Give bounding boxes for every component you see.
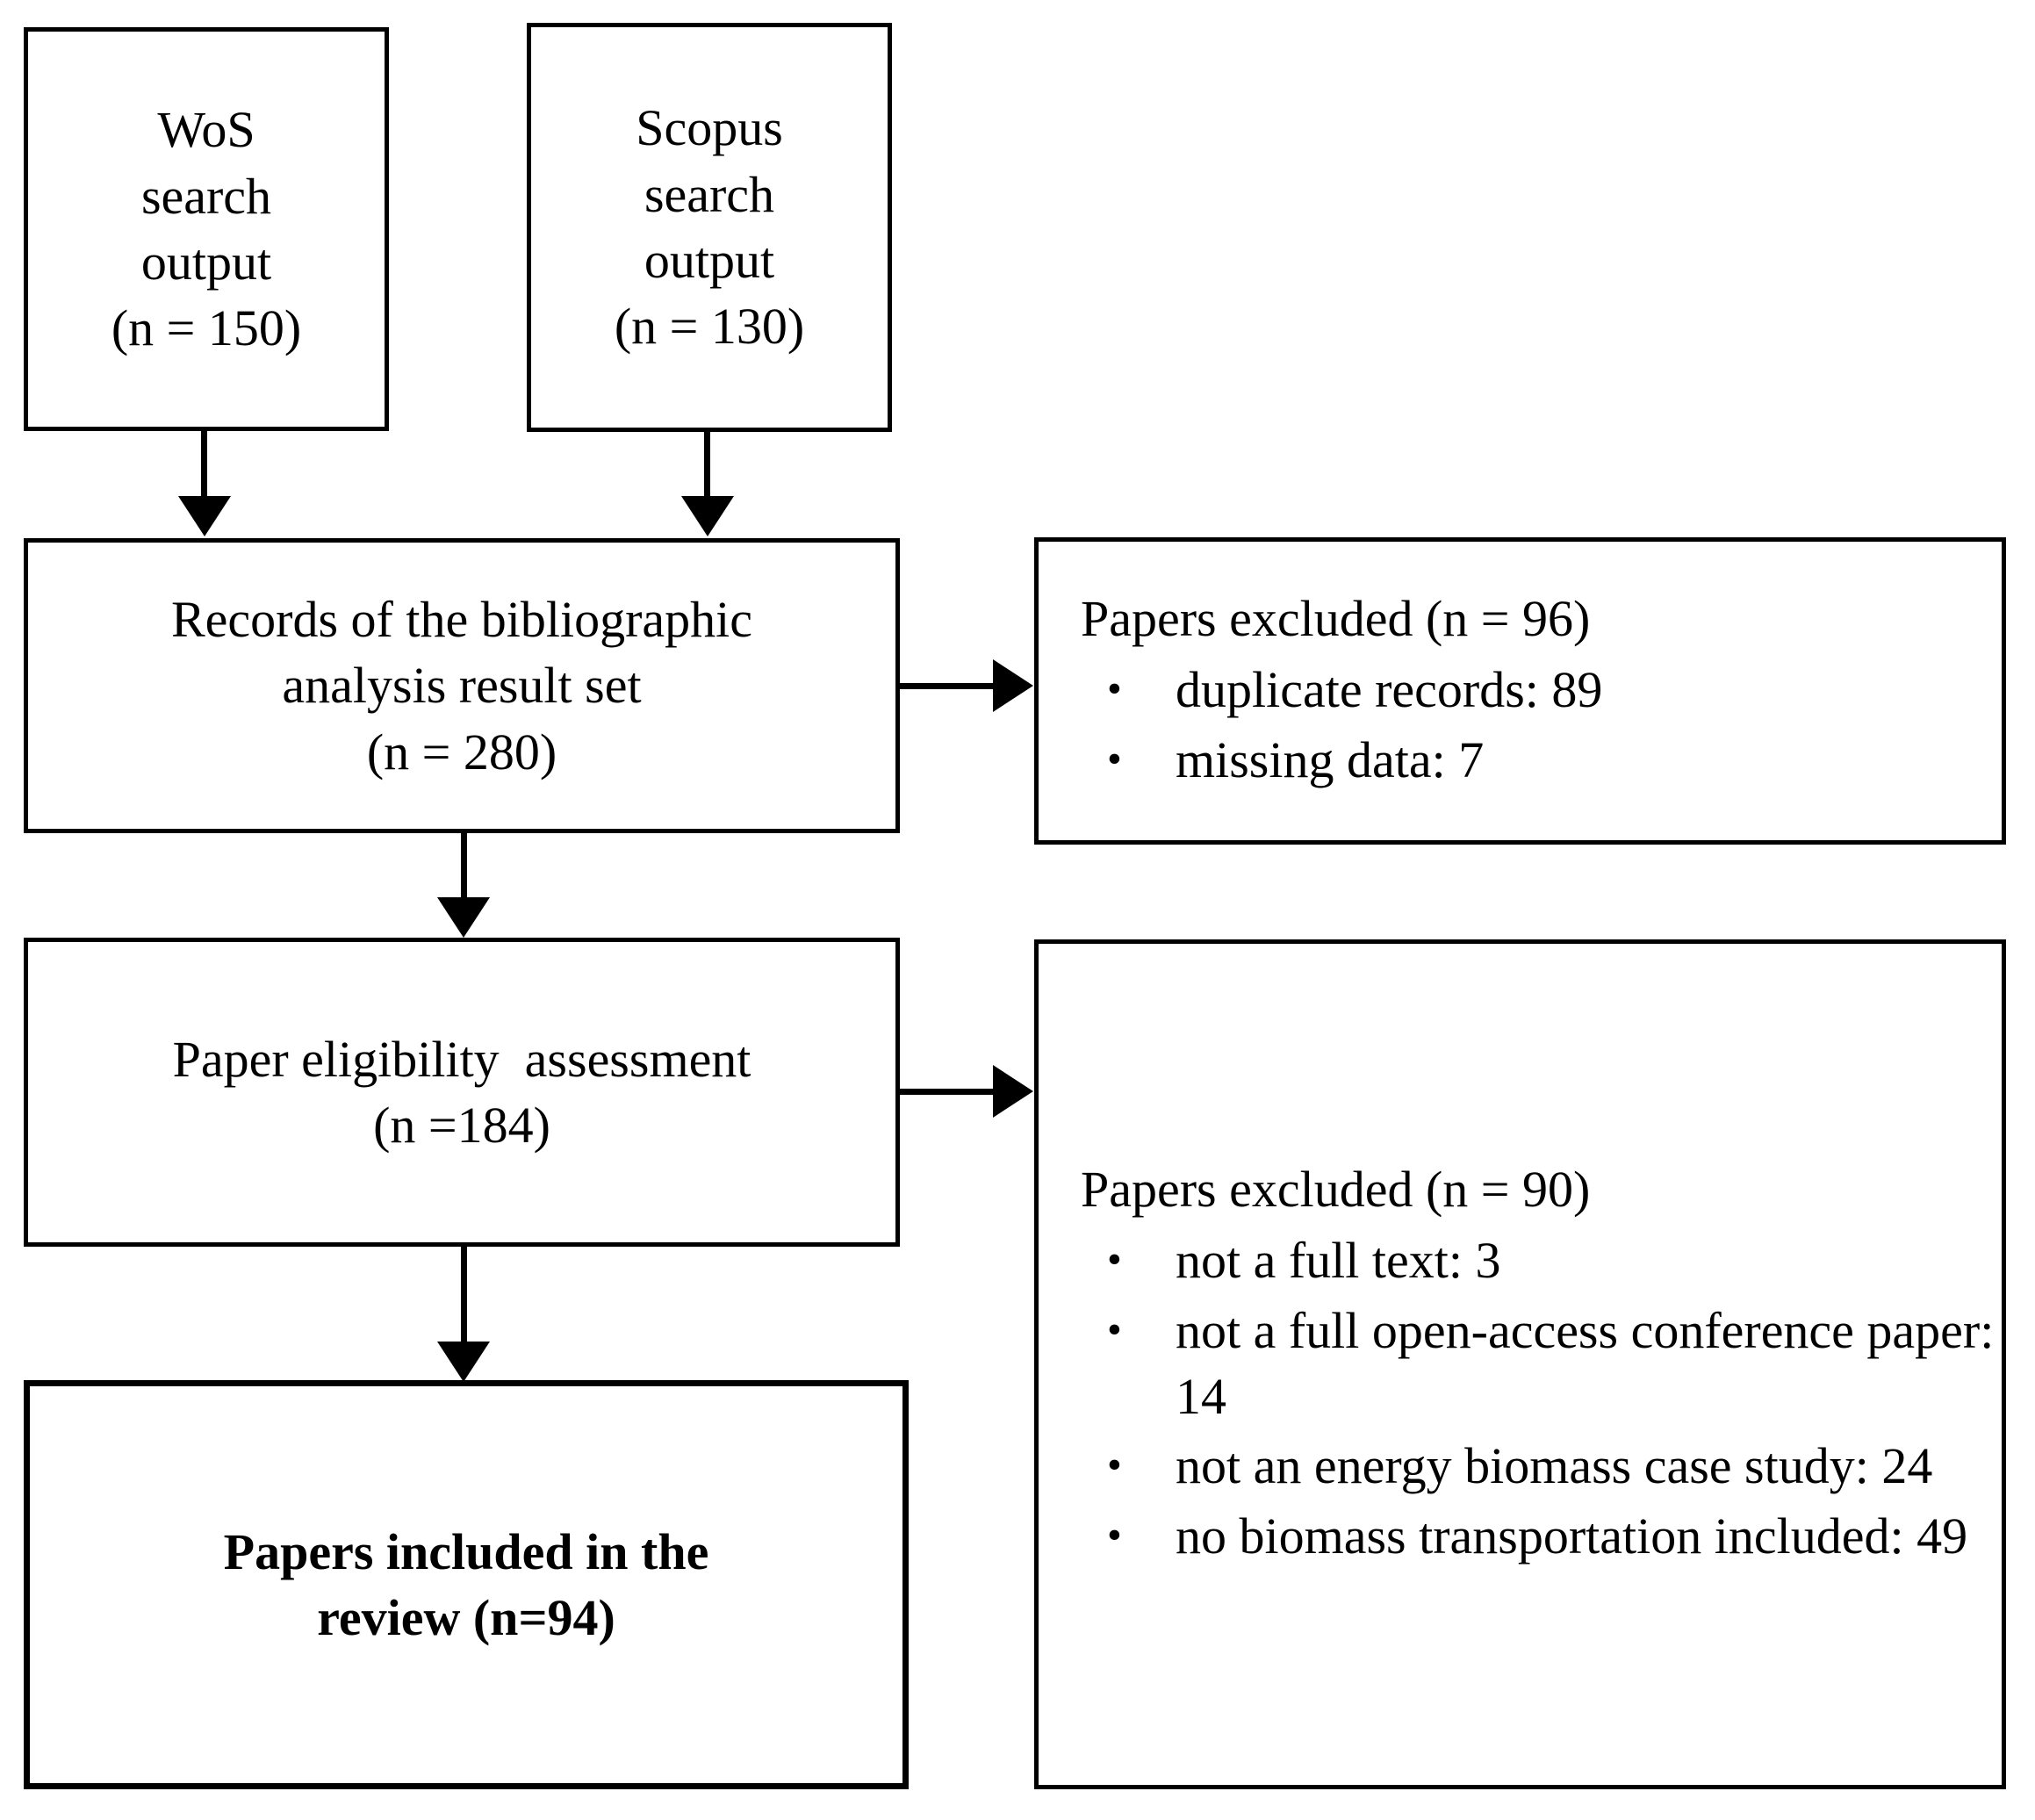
bullet-icon: • (1107, 665, 1122, 713)
bullet-icon: • (1107, 1442, 1122, 1489)
scopus-search-output-box: Scopus search output (n = 130) (527, 23, 892, 432)
papers-excluded-1-reason-item: • duplicate records: 89 (1039, 657, 2002, 723)
papers-excluded-1-title: Papers excluded (n = 96) (1081, 589, 1591, 647)
bullet-icon: • (1107, 1306, 1122, 1353)
connector-records-to-excluded1-line (900, 683, 996, 689)
scopus-line-3: output (644, 232, 775, 289)
records-line-1: Records of the bibliographic (171, 590, 752, 648)
connector-wos-to-records-line (201, 431, 207, 500)
papers-excluded-2-reason-text: not a full open-access conference paper:… (1176, 1301, 1995, 1425)
connector-records-to-eligibility-arrowhead (437, 897, 490, 938)
scopus-line-1: Scopus (636, 99, 783, 157)
connector-scopus-to-records-line (704, 432, 710, 500)
papers-excluded-2-reason-item: • no biomass transportation included: 49 (1039, 1503, 2002, 1569)
papers-excluded-2-reason-list: • not a full text: 3 • not a full open-a… (1039, 1227, 2002, 1572)
records-bibliographic-box: Records of the bibliographic analysis re… (24, 538, 900, 833)
records-line-2: analysis result set (282, 657, 642, 715)
papers-excluded-1-reason-item: • missing data: 7 (1039, 727, 2002, 793)
bullet-icon: • (1107, 1236, 1122, 1284)
papers-excluded-2-reason-item: • not an energy biomass case study: 24 (1039, 1433, 2002, 1499)
papers-included-box: Papers included in the review (n=94) (24, 1380, 909, 1789)
wos-line-1: WoS (157, 101, 255, 159)
connector-eligibility-to-excluded2-arrowhead (993, 1065, 1033, 1118)
papers-excluded-1-reason-list: • duplicate records: 89 • missing data: … (1039, 657, 2002, 796)
papers-excluded-2-reason-item: • not a full text: 3 (1039, 1227, 2002, 1293)
connector-eligibility-to-excluded2-line (900, 1089, 996, 1095)
connector-records-to-excluded1-arrowhead (993, 659, 1033, 712)
papers-excluded-2-reason-text: no biomass transportation included: 49 (1176, 1507, 1968, 1565)
papers-excluded-2-reason-item: • not a full open-access conference pape… (1039, 1298, 2002, 1430)
scopus-line-4: (n = 130) (614, 298, 805, 356)
connector-scopus-to-records-arrowhead (681, 496, 734, 536)
bullet-icon: • (1107, 1511, 1122, 1558)
wos-search-output-box: WoS search output (n = 150) (24, 27, 389, 431)
connector-records-to-eligibility-line (461, 833, 467, 902)
connector-eligibility-to-included-line (461, 1247, 467, 1346)
wos-line-2: search (140, 167, 272, 225)
papers-excluded-2-reason-text: not an energy biomass case study: 24 (1176, 1437, 1933, 1495)
papers-excluded-2-title: Papers excluded (n = 90) (1081, 1160, 1591, 1218)
included-line-1: Papers included in the (223, 1522, 709, 1580)
paper-eligibility-box: Paper eligibility assessment (n =184) (24, 938, 900, 1247)
eligibility-line-2: (n =184) (373, 1097, 550, 1154)
bullet-icon: • (1107, 735, 1122, 782)
papers-excluded-2-reason-text: not a full text: 3 (1176, 1232, 1501, 1290)
scopus-line-2: search (644, 165, 775, 223)
papers-excluded-1-reason-text: duplicate records: 89 (1176, 661, 1603, 719)
papers-excluded-1-reason-text: missing data: 7 (1176, 730, 1485, 788)
papers-excluded-box-2: Papers excluded (n = 90) • not a full te… (1034, 939, 2006, 1789)
wos-line-4: (n = 150) (111, 299, 302, 357)
eligibility-line-1: Paper eligibility assessment (172, 1030, 751, 1088)
connector-eligibility-to-included-arrowhead (437, 1342, 490, 1382)
records-line-3: (n = 280) (366, 723, 557, 781)
wos-line-3: output (140, 234, 272, 291)
connector-wos-to-records-arrowhead (178, 496, 231, 536)
included-line-2: review (n=94) (317, 1589, 615, 1646)
papers-excluded-box-1: Papers excluded (n = 96) • duplicate rec… (1034, 537, 2006, 845)
